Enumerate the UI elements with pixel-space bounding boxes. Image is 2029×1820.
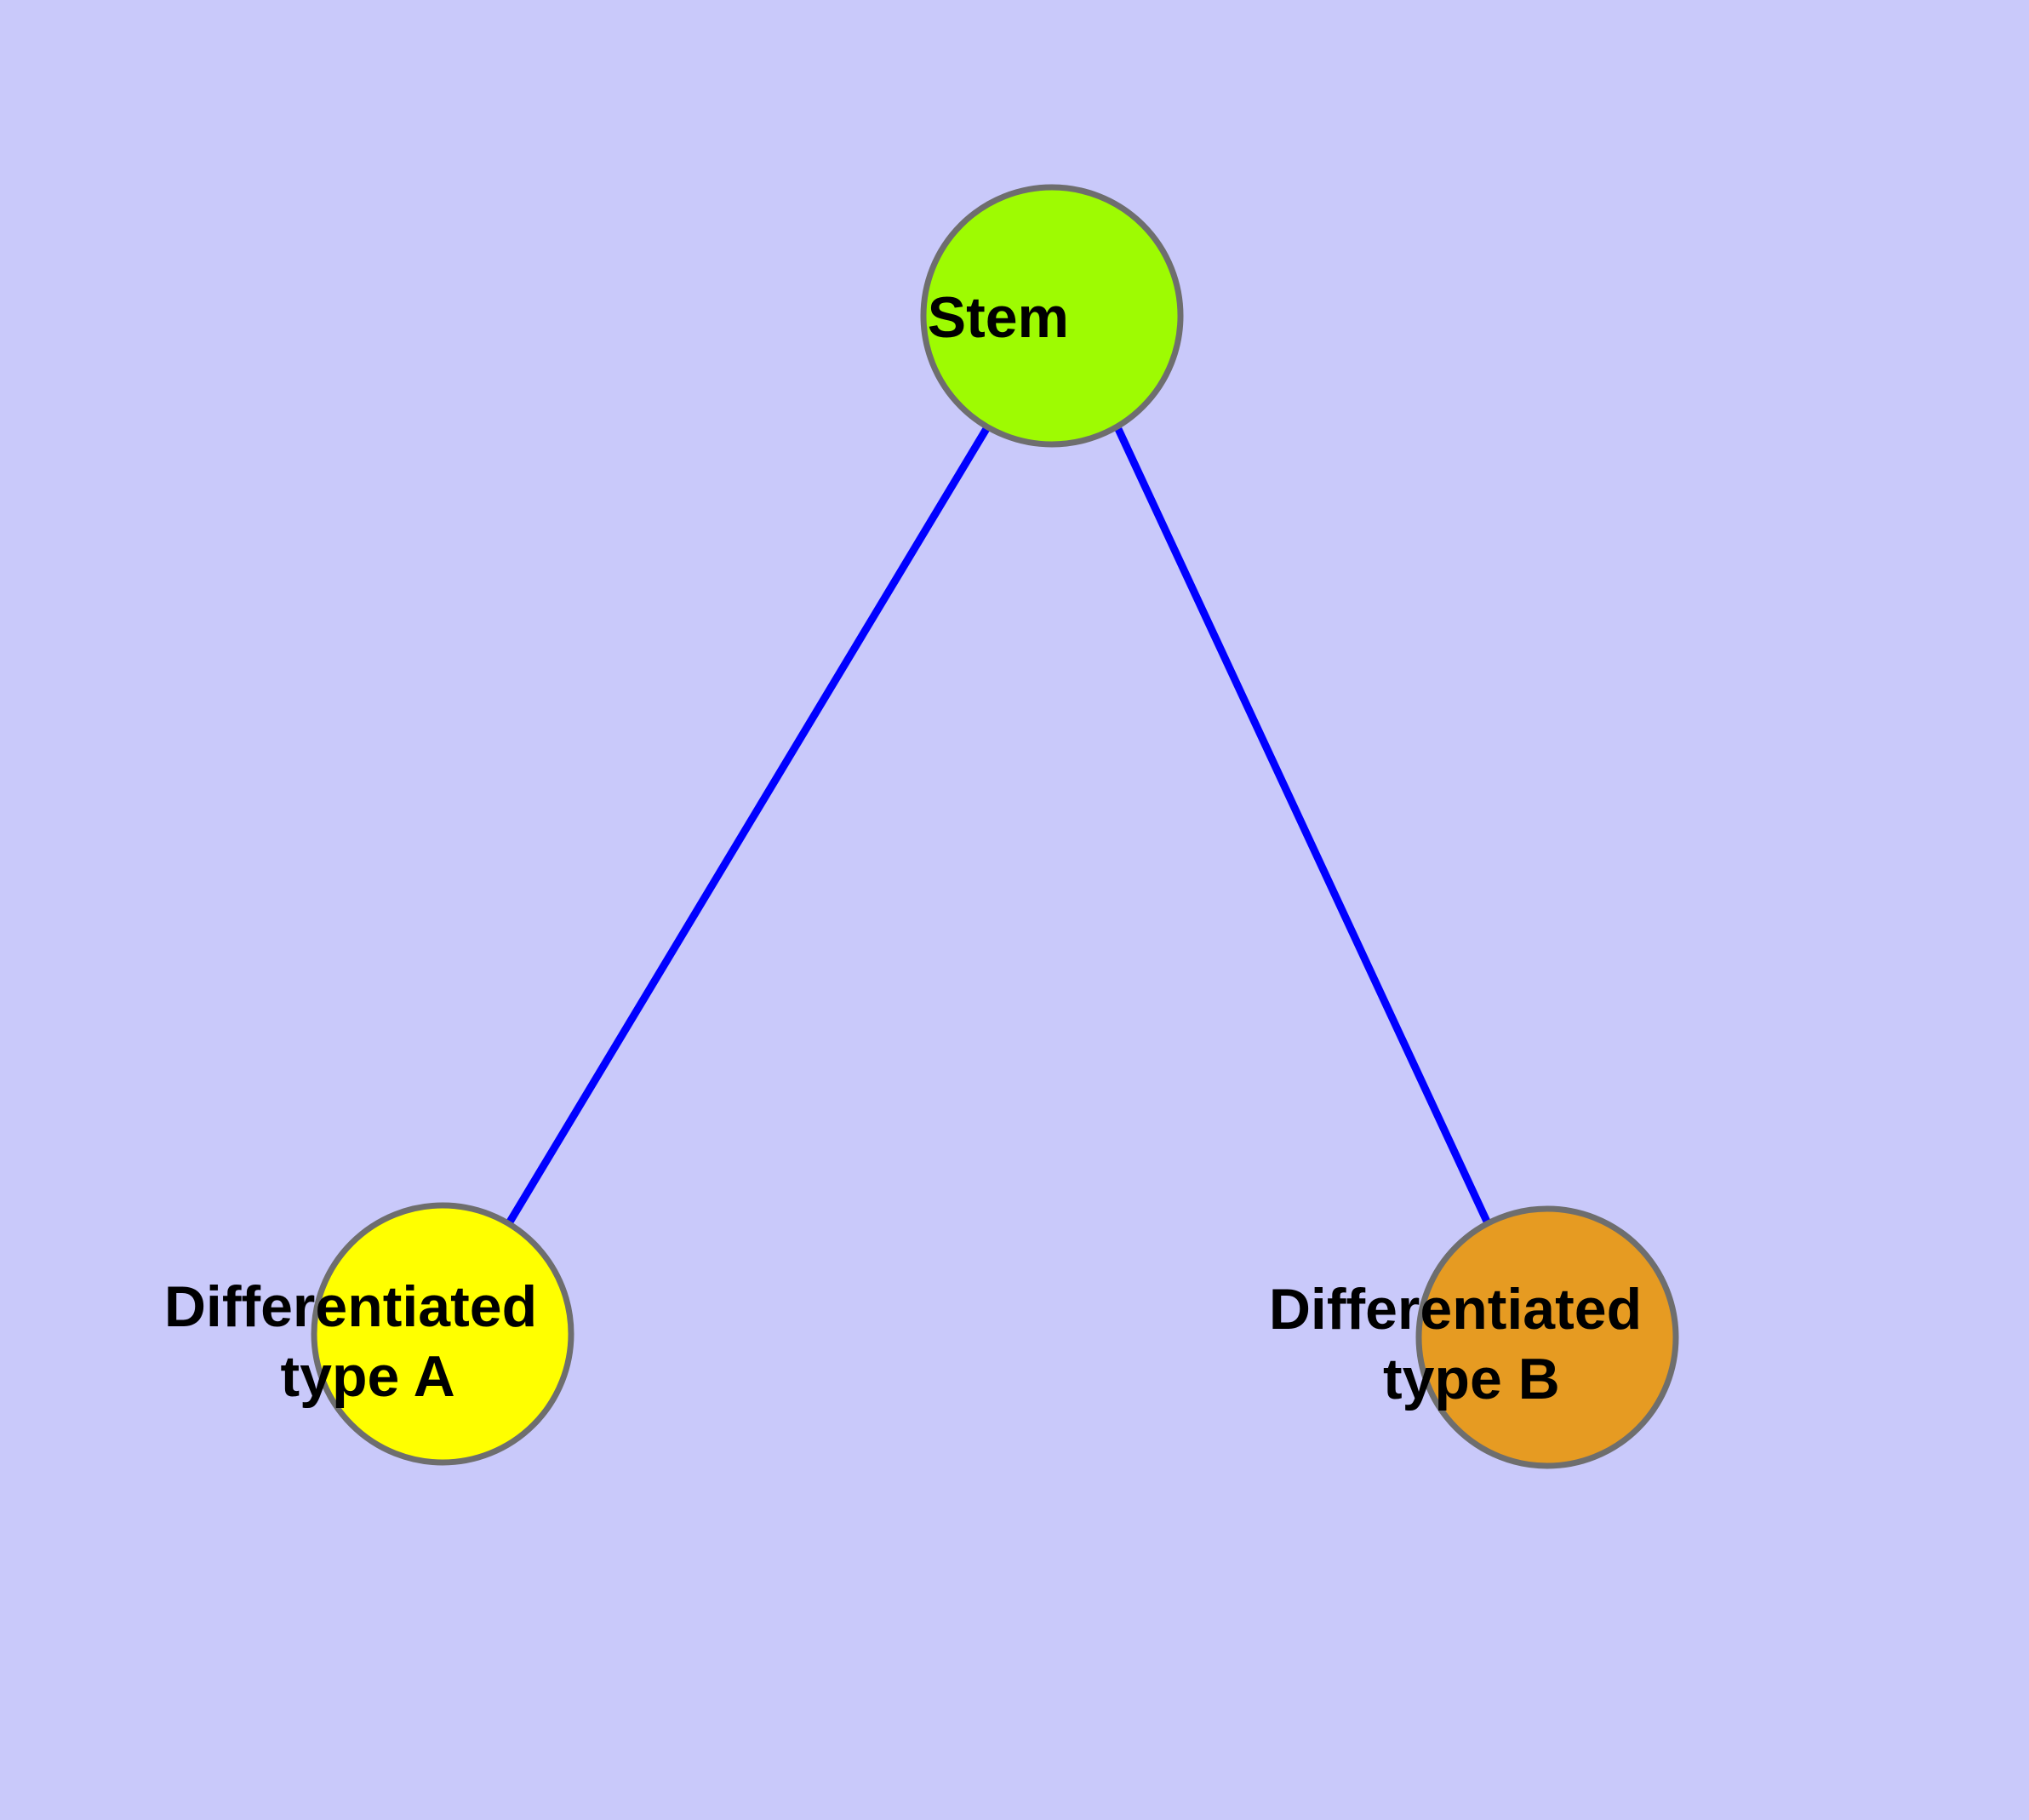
node-label-differentiated-type-a-line-1: Differentiated	[164, 1274, 537, 1339]
node-differentiated-type-a[interactable]	[311, 1202, 574, 1466]
node-label-differentiated-type-b-line-1: Differentiated	[1269, 1277, 1642, 1342]
node-labels-group: Stem Differentiated type A Differentiate…	[164, 285, 1786, 1411]
node-label-differentiated-type-b: Differentiated type B	[1269, 1277, 1786, 1411]
node-label-differentiated-type-a: Differentiated type A	[164, 1274, 682, 1409]
node-label-stem: Stem	[928, 285, 1182, 350]
edge-stem-to-differentiated-type-b[interactable]	[1114, 427, 1492, 1225]
nodes-group	[311, 184, 1679, 1469]
node-label-differentiated-type-a-line-2: type A	[280, 1344, 454, 1409]
node-differentiated-type-b[interactable]	[1415, 1205, 1679, 1469]
edge-stem-to-differentiated-type-a[interactable]	[506, 425, 991, 1226]
node-stem[interactable]	[920, 184, 1184, 448]
node-label-differentiated-type-b-line-2: type B	[1383, 1347, 1560, 1411]
edges-group	[506, 425, 1492, 1226]
node-label-stem-line-1: Stem	[928, 285, 1069, 350]
